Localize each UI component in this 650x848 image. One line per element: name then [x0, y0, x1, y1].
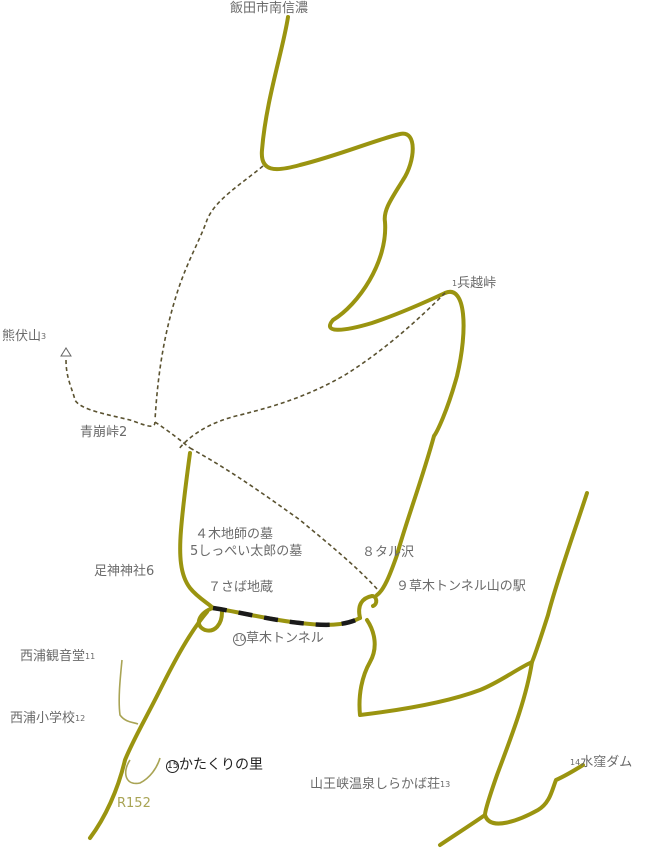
kusagi-tunnel [212, 605, 362, 628]
road-nishiure [118, 659, 139, 725]
label-kusagi-tunnel: 10草木トンネル [233, 632, 324, 646]
label-katakuri-name: かたくりの里 [179, 757, 263, 773]
trail-kumabushi [65, 359, 156, 427]
label-ashigami-name: 足神神社 [94, 564, 147, 579]
label-nishiure-kannon: 西浦観音堂11 [20, 650, 95, 663]
label-hyogoshi-name: 兵越峠 [457, 276, 497, 291]
label-ashigami-shrine: 足神神社6 [94, 565, 154, 578]
label-taru-sawa: ８タル沢 [362, 545, 415, 560]
label-kumabushi-mountain: 熊伏山3 [2, 330, 46, 343]
road-east-valley [438, 491, 589, 847]
road-r152-south [88, 610, 209, 840]
label-kusagi-tunnel-station: ９草木トンネル山の駅 [396, 579, 526, 594]
label-aokuzure-num: 2 [119, 425, 128, 440]
label-kijishi-grave: ４木地師の墓 [195, 527, 274, 542]
road-to-dam [483, 763, 585, 826]
label-hyogoshi-pass: 1兵越峠 [452, 277, 496, 290]
label-saba-jizo: ７さば地蔵 [208, 580, 274, 595]
road-tunnel-base [211, 606, 362, 627]
trail-hyogoshi-aokuzure [177, 292, 446, 451]
label-aokuzure-pass: 青崩峠2 [80, 426, 127, 439]
road-r152-north [259, 15, 466, 597]
road-to-sanno [357, 618, 534, 717]
label-nishiure-school-name: 西浦小学校 [10, 711, 76, 726]
label-shippei-taro-grave: 5しっぺい太郎の墓 [190, 544, 303, 559]
label-mizukubo-name: 水窪ダム [580, 755, 633, 770]
label-sanno-onsen: 山王峡温泉しらかば荘13 [310, 778, 450, 791]
label-nishiure-school-num: 12 [75, 714, 86, 723]
label-kusagi-tunnel-num: 10 [233, 633, 246, 646]
trail-ridge [154, 421, 191, 449]
label-sanno-num: 13 [440, 780, 451, 789]
label-ashigami-num: 6 [146, 564, 155, 579]
label-katakuri-village: 15かたくりの里 [166, 758, 263, 773]
label-mizukubo-num: 14 [570, 758, 581, 767]
label-kumabushi-name: 熊伏山 [2, 329, 42, 344]
label-kusagi-tunnel-name: 草木トンネル [246, 631, 324, 646]
label-nishiure-school: 西浦小学校12 [10, 712, 85, 725]
trail-to-aokuzure [154, 165, 264, 421]
label-kumabushi-num: 3 [41, 332, 47, 341]
road-west-loop [178, 451, 215, 610]
trail-taru-sawa [189, 447, 379, 591]
road-curl-east [357, 594, 379, 620]
label-aokuzure-name: 青崩峠 [80, 425, 120, 440]
label-mizukubo-dam: 14水窪ダム [570, 756, 632, 769]
label-hyogoshi-num: 1 [452, 279, 458, 288]
kumabushi-summit-marker [60, 347, 72, 357]
label-iida-minami-shinano: 飯田市南信濃 [230, 1, 309, 16]
label-katakuri-num: 15 [166, 760, 179, 773]
label-r152: R152 [117, 796, 151, 811]
label-nishiure-kannon-num: 11 [85, 652, 96, 661]
label-sanno-name: 山王峡温泉しらかば荘 [310, 777, 441, 792]
road-katakuri [124, 757, 161, 785]
label-nishiure-kannon-name: 西浦観音堂 [20, 649, 86, 664]
